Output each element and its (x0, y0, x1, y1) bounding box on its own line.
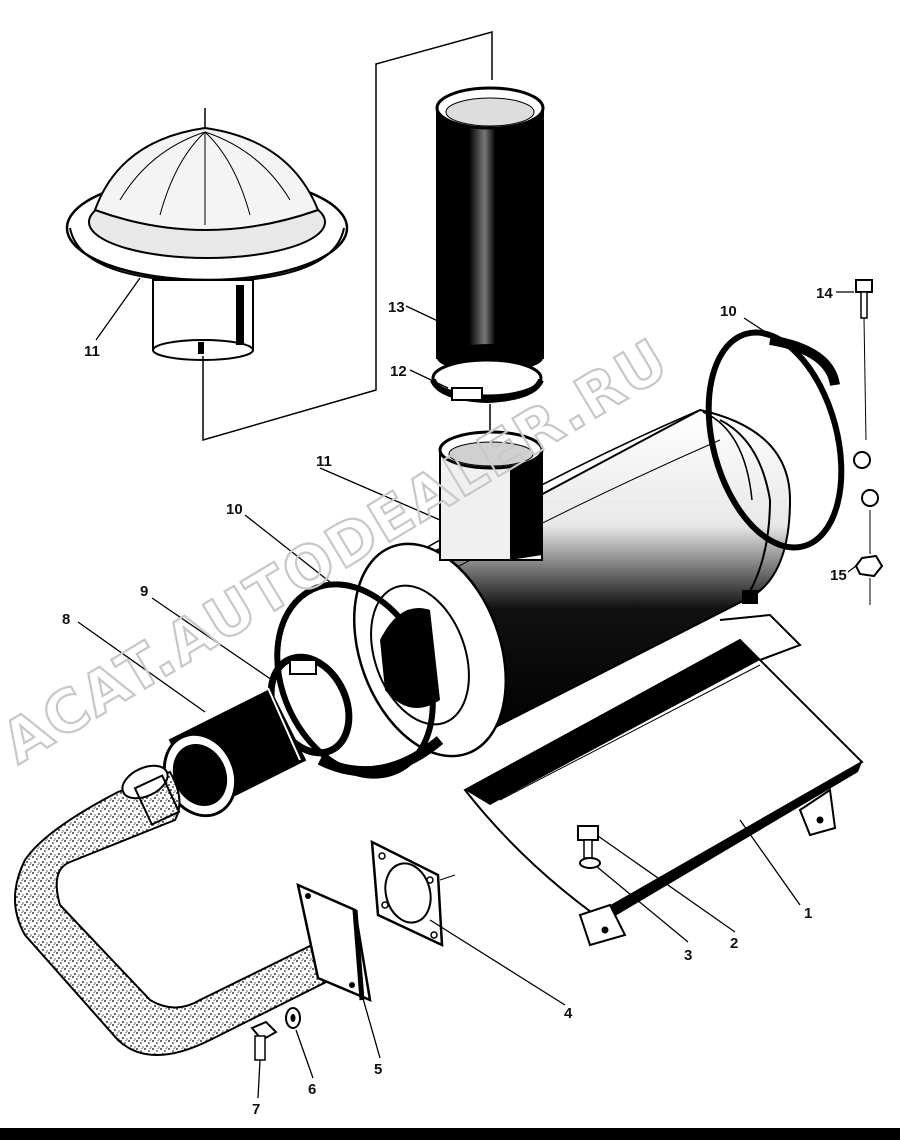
callout-14: 14 (816, 285, 833, 302)
nut-part-15 (854, 510, 884, 605)
callout-9: 9 (140, 583, 148, 600)
callout-5: 5 (374, 1061, 382, 1078)
washer-part-6 (285, 1007, 301, 1029)
callout-8: 8 (62, 611, 70, 628)
callout-1: 1 (804, 905, 812, 922)
callout-2: 2 (730, 935, 738, 952)
assembly-guide-line (202, 31, 493, 441)
bottom-frame-bar (0, 1128, 900, 1140)
callout-4: 4 (564, 1005, 573, 1022)
inlet-pipe-part-11 (438, 430, 544, 561)
callout-3: 3 (684, 947, 692, 964)
tube-part-13 (435, 86, 545, 372)
callout-15: 15 (830, 567, 847, 584)
bolt-part-14 (855, 279, 873, 441)
support-cradle-part-1 (463, 613, 864, 947)
air-cleaner-housing (352, 408, 792, 758)
flange-part-5 (296, 882, 372, 1003)
band-clamp-part-10-left (274, 581, 444, 779)
bolt-part-2 (577, 825, 599, 859)
callout-6: 6 (308, 1081, 316, 1098)
callout-12: 12 (390, 363, 407, 380)
clamp-part-12 (430, 358, 544, 430)
washer-part-3 (579, 857, 601, 869)
callout-10-right: 10 (720, 303, 737, 320)
gasket-part-4 (370, 839, 456, 948)
bolt-part-7 (250, 1020, 278, 1061)
hose-part-8 (162, 687, 307, 818)
callout-7: 7 (252, 1101, 260, 1118)
callout-11-cap: 11 (84, 343, 100, 360)
callout-labels: 1 2 3 4 5 6 7 8 9 10 10 11 11 12 13 14 1… (62, 285, 847, 1118)
callout-11-pipe: 11 (316, 453, 332, 470)
leader-lines (77, 277, 857, 1099)
callout-13: 13 (388, 299, 405, 316)
callout-10-left: 10 (226, 501, 243, 518)
